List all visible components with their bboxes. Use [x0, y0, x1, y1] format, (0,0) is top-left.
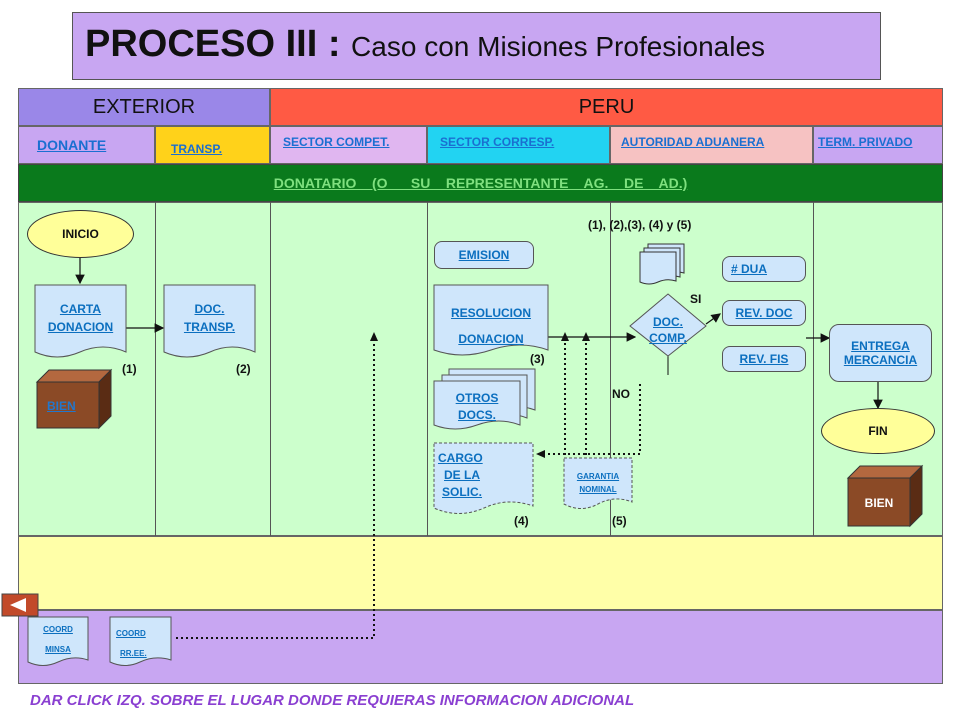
dua-box[interactable]: # DUA [722, 256, 806, 282]
garantia-doc-shape [563, 457, 633, 509]
label-si: SI [690, 292, 702, 306]
lane-divider [155, 202, 156, 536]
inicio-node[interactable]: INICIO [27, 210, 134, 258]
doc-transp-line2[interactable]: TRANSP. [183, 320, 236, 334]
title-main: PROCESO III : [85, 23, 341, 65]
bien-right-label[interactable]: BIEN [864, 496, 894, 510]
garantia-line1[interactable]: GARANTIA [576, 472, 620, 481]
label-no: NO [612, 387, 630, 401]
doc-comp-diamond [629, 293, 707, 357]
cargo-line1[interactable]: CARGO [438, 451, 483, 465]
garantia-line2[interactable]: NOMINAL [579, 485, 617, 494]
donante-link[interactable]: DONANTE [37, 137, 107, 153]
carta-donacion-link[interactable]: CARTA DONACION [35, 300, 126, 336]
coord-rree-link[interactable]: COORD RR.EE. [110, 624, 171, 664]
exterior-label: EXTERIOR [92, 95, 196, 118]
lane-divider [270, 202, 271, 536]
bien-right-cube [847, 477, 911, 527]
page-title: PROCESO III : Caso con Misiones Profesio… [85, 23, 765, 66]
coord-minsa-link[interactable]: COORD MINSA [28, 620, 88, 660]
label-n5: (5) [612, 514, 627, 528]
entrega-mercancia-box[interactable]: ENTREGA MERCANCIA [829, 324, 932, 382]
doc-transp-link[interactable]: DOC. TRANSP. [164, 300, 255, 336]
emision-link[interactable]: EMISION [458, 248, 510, 262]
carta-line1[interactable]: CARTA [59, 302, 102, 316]
peru-label: PERU [578, 95, 635, 118]
rev-doc-box[interactable]: REV. DOC [722, 300, 806, 326]
footer-instruction: DAR CLICK IZQ. SOBRE EL LUGAR DONDE REQU… [30, 692, 635, 709]
sector-compet-link[interactable]: SECTOR COMPET. [283, 135, 390, 149]
exterior-header: EXTERIOR [18, 88, 270, 126]
cargo-solic-link[interactable]: CARGO DE LA SOLIC. [436, 450, 496, 501]
otros-line1[interactable]: OTROS [455, 391, 499, 405]
rev-fis-link[interactable]: REV. FIS [739, 352, 789, 366]
docs-list-label: (1), (2),(3), (4) y (5) [588, 218, 692, 232]
otros-doc-shape [433, 380, 521, 430]
sector-compet-cell[interactable]: SECTOR COMPET. [270, 126, 427, 164]
label-n2: (2) [236, 362, 251, 376]
sector-corresp-link[interactable]: SECTOR CORRESP. [440, 135, 555, 149]
resolucion-line1[interactable]: RESOLUCION [450, 306, 531, 320]
label-n3: (3) [530, 352, 545, 366]
inicio-label: INICIO [62, 227, 99, 241]
resolucion-doc-shape [433, 284, 549, 356]
term-privado-link[interactable]: TERM. PRIVADO [818, 135, 913, 149]
donatario-link[interactable]: DONATARIO (O SU REPRESENTANTE AG. DE AD.… [273, 175, 688, 191]
doc-transp-line1[interactable]: DOC. [194, 302, 225, 316]
doc-comp-line2[interactable]: COMP. [649, 331, 687, 345]
entrega-line2[interactable]: MERCANCIA [843, 353, 918, 367]
yellow-band [18, 536, 943, 610]
rev-doc-link[interactable]: REV. DOC [735, 306, 793, 320]
carta-doc-shape [34, 284, 127, 358]
donatario-band[interactable]: DONATARIO (O SU REPRESENTANTE AG. DE AD.… [18, 164, 943, 202]
lane-divider [813, 202, 814, 536]
entrega-line1[interactable]: ENTREGA [851, 339, 910, 353]
coord-minsa-shape [27, 616, 89, 666]
autoridad-link[interactable]: AUTORIDAD ADUANERA [621, 135, 765, 149]
resolucion-line2[interactable]: DONACION [458, 332, 524, 346]
cargo-line2[interactable]: DE LA [444, 468, 480, 482]
coord-rree-shape [109, 616, 172, 666]
otros-line2[interactable]: DOCS. [457, 408, 496, 422]
lane-divider [610, 202, 611, 536]
bien-left-link[interactable]: BIEN [47, 399, 76, 413]
purple-band [18, 610, 943, 684]
fin-label: FIN [868, 424, 888, 438]
sector-corresp-cell[interactable]: SECTOR CORRESP. [427, 126, 610, 164]
title-box: PROCESO III : Caso con Misiones Profesio… [72, 12, 881, 80]
transp-cell[interactable]: TRANSP. [155, 126, 270, 164]
garantia-nominal-link[interactable]: GARANTIA NOMINAL [564, 470, 632, 496]
coord-rree-line1[interactable]: COORD [116, 629, 146, 638]
bien-left-cube [36, 381, 100, 429]
doc-comp-line1[interactable]: DOC. [653, 315, 683, 329]
donante-cell[interactable]: DONANTE [18, 126, 155, 164]
rev-fis-box[interactable]: REV. FIS [722, 346, 806, 372]
title-sub: Caso con Misiones Profesionales [351, 31, 766, 62]
carta-line2[interactable]: DONACION [47, 320, 114, 334]
lane-divider [427, 202, 428, 536]
coord-minsa-line1[interactable]: COORD [43, 625, 73, 634]
coord-minsa-line2[interactable]: MINSA [45, 645, 71, 654]
cargo-doc-shape [433, 442, 534, 514]
dua-link[interactable]: # DUA [731, 262, 768, 276]
term-privado-cell[interactable]: TERM. PRIVADO [813, 126, 943, 164]
label-n1: (1) [122, 362, 137, 376]
otros-docs-link[interactable]: OTROS DOCS. [434, 390, 520, 424]
emision-box[interactable]: EMISION [434, 241, 534, 269]
resolucion-donacion-link[interactable]: RESOLUCION DONACION [434, 300, 548, 352]
fin-node[interactable]: FIN [821, 408, 935, 454]
doc-comp-link[interactable]: DOC. COMP. [630, 314, 706, 346]
label-n4: (4) [514, 514, 529, 528]
docs-stack-shape [639, 251, 677, 285]
autoridad-cell[interactable]: AUTORIDAD ADUANERA [610, 126, 813, 164]
coord-rree-line2[interactable]: RR.EE. [120, 649, 147, 658]
doc-transp-shape [163, 284, 256, 358]
cargo-line3[interactable]: SOLIC. [442, 485, 483, 499]
transp-link[interactable]: TRANSP. [171, 142, 223, 156]
peru-header: PERU [270, 88, 943, 126]
